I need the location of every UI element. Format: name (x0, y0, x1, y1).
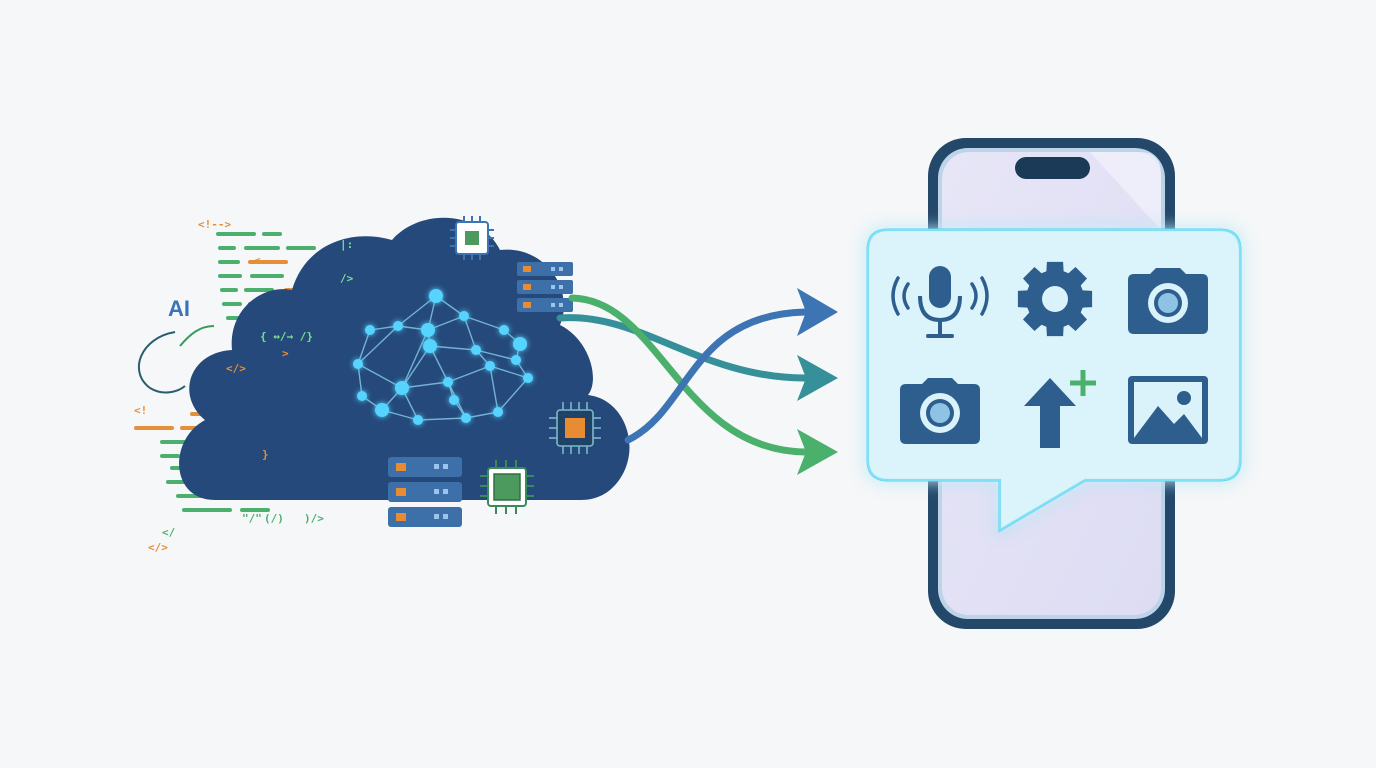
server-icon (388, 457, 462, 527)
arrow-green (568, 294, 809, 456)
network-edge (463, 315, 477, 351)
network-edge (429, 345, 477, 351)
network-edge (357, 363, 403, 389)
network-node (353, 359, 363, 369)
gear-hole (1042, 286, 1068, 312)
code-line-dash (216, 232, 256, 236)
network-edge (489, 365, 499, 413)
code-line-dash (244, 246, 280, 250)
upload-plus-icon[interactable] (1024, 370, 1096, 448)
network-node (423, 339, 437, 353)
code-line-dash (160, 454, 180, 458)
arrow-teal (556, 314, 809, 382)
network-edge (357, 363, 363, 397)
code-line-dash (250, 274, 284, 278)
neural-network (353, 289, 533, 425)
code-line-dash (220, 288, 238, 292)
flow-arrows (556, 288, 838, 475)
network-node (429, 289, 443, 303)
code-snippet: |: (340, 238, 353, 251)
network-edge (357, 329, 371, 365)
network-node (459, 311, 469, 321)
code-snippet: "/" (242, 512, 262, 525)
ai-label: AI (168, 296, 190, 321)
code-line-dash (262, 232, 282, 236)
arrowhead (797, 429, 838, 475)
network-node (357, 391, 367, 401)
network-node (511, 355, 521, 365)
code-line-dash (218, 260, 240, 264)
code-snippet: { ↔/→ /} (260, 330, 313, 343)
network-node (449, 395, 459, 405)
network-node (471, 345, 481, 355)
camera-notch (1015, 157, 1090, 179)
code-snippet: <!--> (198, 218, 231, 231)
code-snippet: < (254, 254, 261, 267)
chip-icon (480, 460, 534, 514)
camera-icon[interactable] (900, 378, 980, 444)
network-edge (357, 325, 399, 365)
server-icon (517, 262, 573, 312)
chip-icon (549, 402, 601, 454)
network-edge (463, 315, 505, 331)
network-node (513, 337, 527, 351)
image-icon[interactable] (1128, 376, 1208, 444)
gear-icon[interactable] (1017, 261, 1093, 337)
network-node (461, 413, 471, 423)
code-line-dash (244, 288, 274, 292)
microphone-icon[interactable] (891, 266, 989, 338)
network-edge (417, 417, 467, 421)
code-line-dash (218, 246, 236, 250)
code-snippet: </> (226, 362, 246, 375)
network-node (375, 403, 389, 417)
network-edge (497, 377, 529, 413)
camera-icon[interactable] (1128, 268, 1208, 334)
code-line-dash (240, 508, 270, 512)
code-snippet: /> (340, 272, 354, 285)
network-node (395, 381, 409, 395)
code-line-dash (218, 274, 242, 278)
network-edge (401, 329, 429, 389)
network-edge (401, 381, 449, 389)
network-node (365, 325, 375, 335)
code-snippets: <!--> { ↔/→ /} </> /> <! } "/" (/) )/> <… (134, 218, 354, 554)
code-line-dash (222, 302, 242, 306)
code-line-dash (286, 246, 316, 250)
network-node (499, 325, 509, 335)
network-node (413, 415, 423, 425)
code-snippet: <! (134, 404, 147, 417)
code-snippet: > (282, 347, 289, 360)
code-snippet: } (262, 448, 269, 461)
network-node (523, 373, 533, 383)
network-edge (447, 365, 491, 383)
network-node (393, 321, 403, 331)
chip-icon (450, 216, 494, 260)
code-line-dash (160, 440, 186, 444)
cloud (179, 217, 630, 501)
code-line-dash (134, 426, 174, 430)
code-snippet: </> (148, 541, 168, 554)
network-node (493, 407, 503, 417)
code-snippet: (/) (264, 512, 284, 525)
arrow-blue (624, 308, 809, 444)
network-edge (475, 349, 517, 361)
network-edge (465, 411, 499, 419)
arrowhead (797, 288, 838, 336)
network-node (421, 323, 435, 337)
code-line-dash (248, 260, 288, 264)
network-edge (489, 365, 529, 379)
network-edge (397, 295, 437, 327)
network-edge (401, 345, 431, 389)
network-node (485, 361, 495, 371)
ai-badge: AI (138, 296, 215, 394)
arrowhead (797, 355, 838, 401)
code-line-dash (166, 480, 188, 484)
code-snippet: )/> (304, 512, 324, 525)
code-snippet: </ (162, 526, 176, 539)
network-node (443, 377, 453, 387)
code-line-dash (182, 508, 232, 512)
